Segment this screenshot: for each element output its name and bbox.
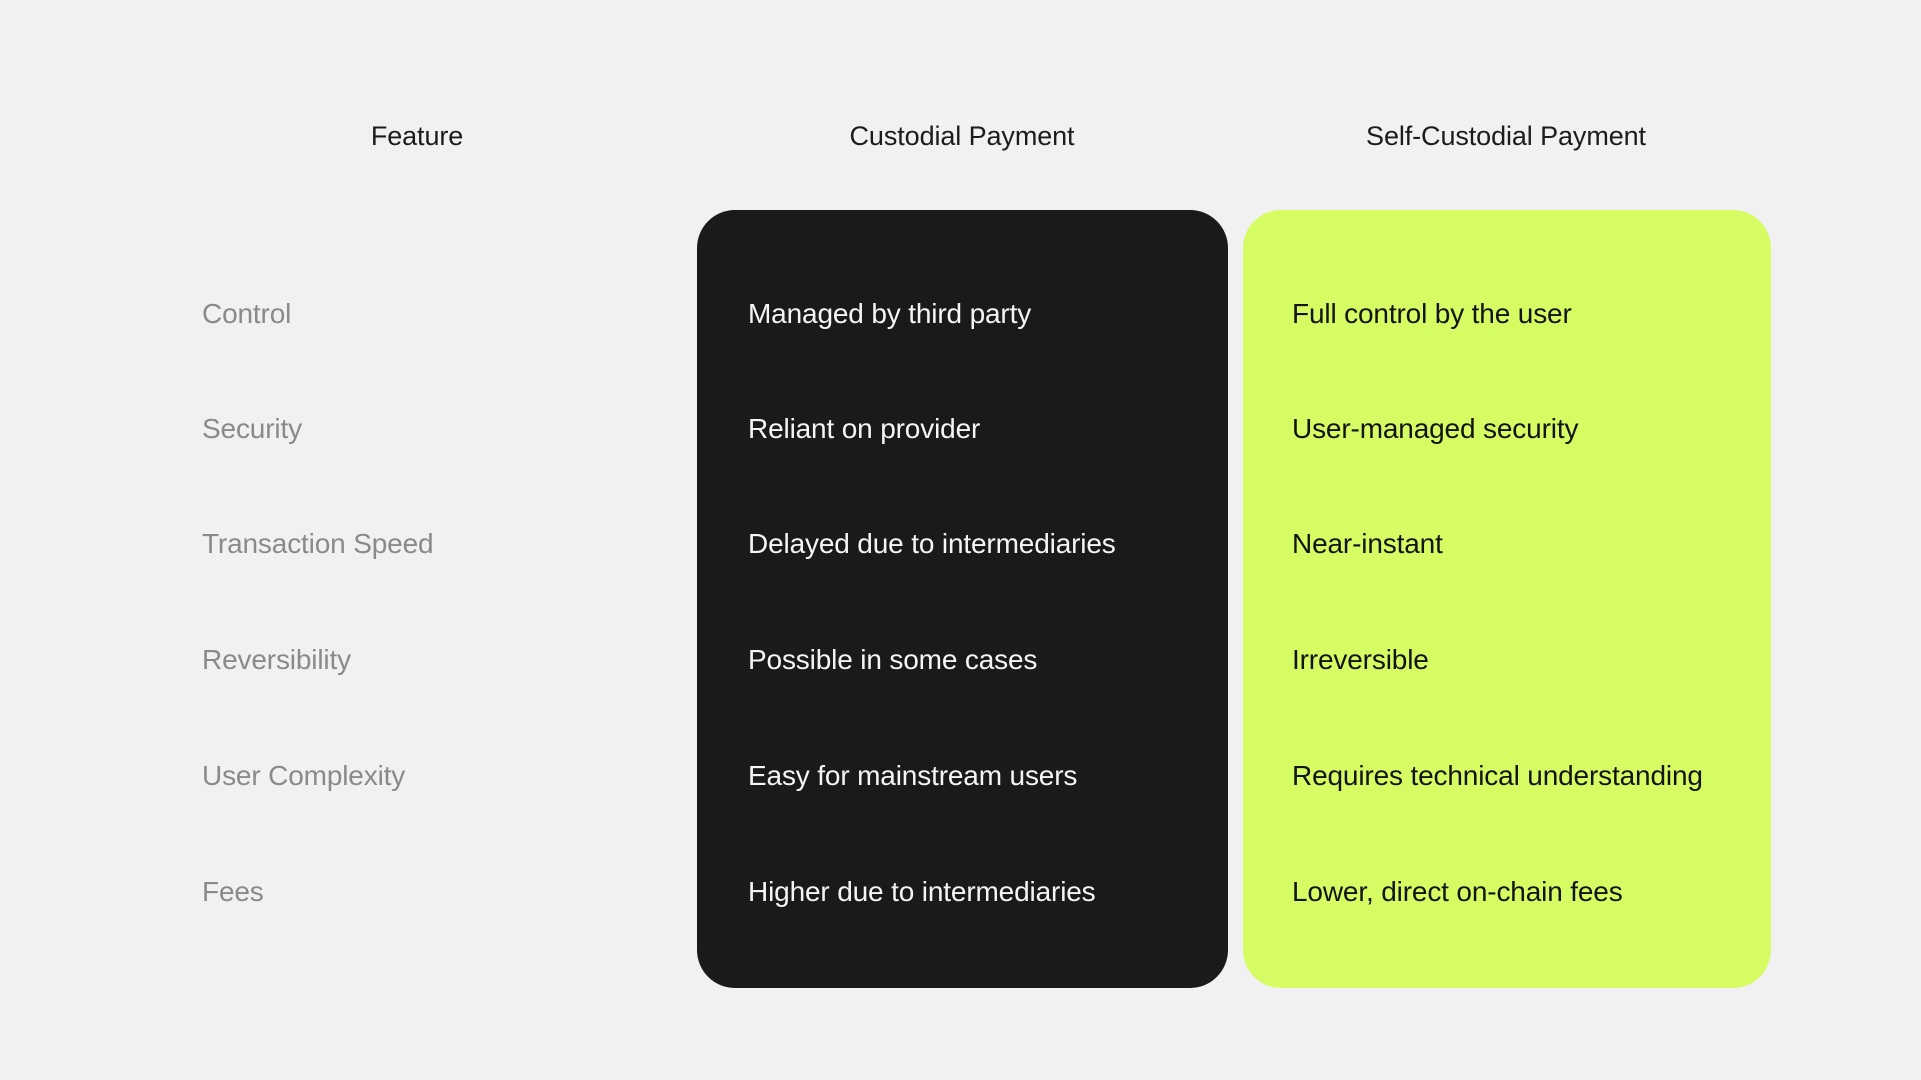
self-custodial-value-cell: Lower, direct on-chain fees [1292,834,1732,950]
self-custodial-value-cell: Full control by the user [1292,256,1732,372]
self-custodial-value: Lower, direct on-chain fees [1292,876,1623,907]
column-header-self-custodial-payment: Self-Custodial Payment [1366,121,1646,151]
self-custodial-value-cell: User-managed security [1292,371,1732,487]
custodial-value: Reliant on provider [748,413,981,444]
self-custodial-value: Requires technical understanding [1292,760,1703,791]
self-custodial-value: User-managed security [1292,413,1579,444]
table-row: Transaction Speed Delayed due to interme… [0,486,1921,602]
comparison-rows: Control Managed by third party Full cont… [0,210,1921,988]
custodial-value: Possible in some cases [748,644,1038,675]
self-custodial-value-cell: Near-instant [1292,486,1732,602]
column-headers: Feature Custodial Payment Self-Custodial… [0,114,1921,158]
feature-label-cell: Fees [202,834,672,950]
custodial-value-cell: Possible in some cases [748,602,1208,718]
custodial-value-cell: Managed by third party [748,256,1208,372]
feature-label: User Complexity [202,760,406,791]
self-custodial-value: Near-instant [1292,528,1443,559]
table-row: Reversibility Possible in some cases Irr… [0,602,1921,718]
custodial-payment-card [697,210,1228,988]
feature-label: Security [202,413,302,444]
self-custodial-value: Irreversible [1292,644,1429,675]
self-custodial-value-cell: Irreversible [1292,602,1732,718]
self-custodial-payment-card [1243,210,1771,988]
feature-label: Control [202,298,292,329]
feature-label: Reversibility [202,644,351,675]
feature-label-cell: Reversibility [202,602,672,718]
column-header-custodial-payment: Custodial Payment [849,121,1075,151]
feature-label-cell: Control [202,256,672,372]
feature-label-cell: User Complexity [202,718,672,834]
table-row: Fees Higher due to intermediaries Lower,… [0,834,1921,950]
feature-label: Transaction Speed [202,528,434,559]
custodial-value: Higher due to intermediaries [748,876,1096,907]
custodial-value-cell: Higher due to intermediaries [748,834,1208,950]
self-custodial-value: Full control by the user [1292,298,1572,329]
custodial-value-cell: Delayed due to intermediaries [748,486,1208,602]
table-row: Control Managed by third party Full cont… [0,256,1921,372]
table-row: User Complexity Easy for mainstream user… [0,718,1921,834]
self-custodial-value-cell: Requires technical understanding [1292,718,1732,834]
table-row: Security Reliant on provider User-manage… [0,371,1921,487]
custodial-value-cell: Reliant on provider [748,371,1208,487]
custodial-value: Delayed due to intermediaries [748,528,1116,559]
feature-label-cell: Transaction Speed [202,486,672,602]
feature-label-cell: Security [202,371,672,487]
custodial-value: Managed by third party [748,298,1032,329]
feature-label: Fees [202,876,264,907]
custodial-value: Easy for mainstream users [748,760,1078,791]
custodial-value-cell: Easy for mainstream users [748,718,1208,834]
column-header-feature: Feature [370,121,464,151]
